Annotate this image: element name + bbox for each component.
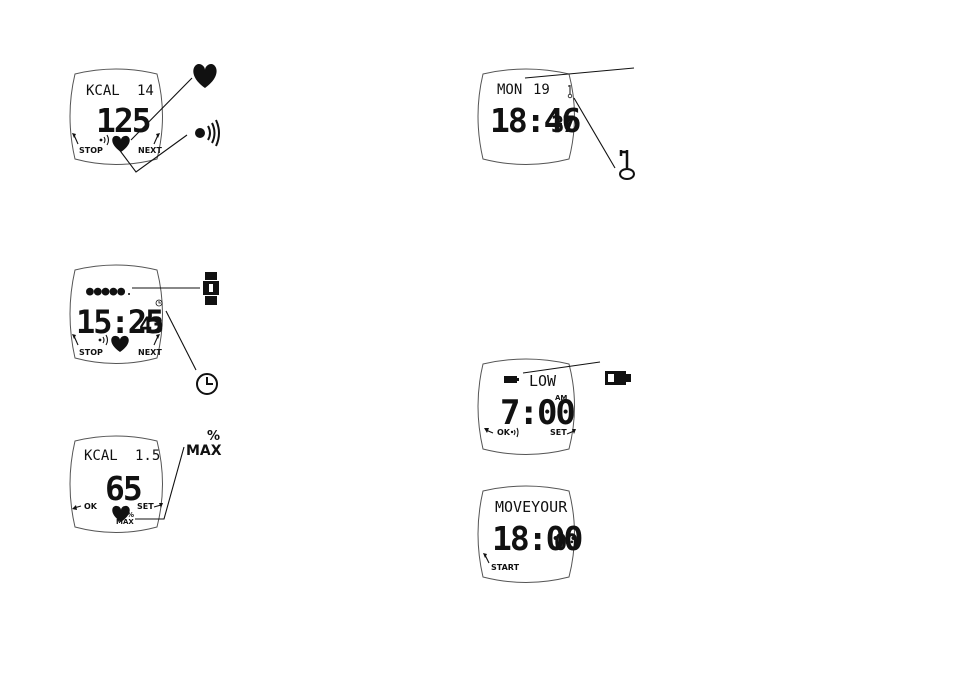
max-callout-label: MAX [186, 443, 222, 459]
signal-small-icon-2 [98, 334, 109, 346]
next-label: NEXT [138, 146, 162, 155]
key-small-icon [567, 85, 573, 99]
heart-small-icon-2 [111, 335, 129, 352]
start-label: START [491, 563, 520, 572]
watch-low-battery: LOW 7:00 AM OK SET [477, 358, 576, 455]
signal-waves-icon [195, 119, 220, 147]
watch-kcal-max: KCAL 1.5 65 OK SET % MAX [69, 435, 163, 533]
wrist-unit-icon [203, 272, 219, 305]
clock-icon [196, 373, 218, 395]
clock-time: 18:46 [490, 101, 580, 140]
set-label-5: SET [550, 428, 567, 437]
watch-time-key: MON 19 18:46 37 [477, 68, 582, 165]
battery-segments: ●●●●●. [86, 284, 133, 299]
move-time: 18:00 [492, 519, 581, 558]
watch-kcal-hr: KCAL 14 125 STOP NEXT [69, 68, 163, 165]
battery-small-icon [504, 376, 519, 383]
kcal-number: 14 [137, 83, 154, 99]
ampm-label: AM [555, 394, 567, 402]
alarm-time: 7:00 [500, 393, 574, 433]
kcal-value: 65 [105, 469, 141, 508]
pct-small: % [127, 511, 134, 519]
watch-battery-time: ●●●●●. 15:25 43 STOP NEXT [69, 264, 165, 364]
heart-icon [193, 64, 217, 88]
ok-label-3: OK [84, 502, 98, 511]
key-icon [619, 150, 635, 180]
signal-small-icon-5 [510, 427, 519, 438]
move-label: MOVEYOUR [495, 498, 568, 516]
max-small: MAX [116, 518, 134, 526]
battery-icon [605, 371, 631, 385]
pct-callout-label: % [207, 429, 220, 444]
heart-small-icon [112, 135, 130, 152]
stop-label: STOP [79, 146, 103, 155]
stop-label-2: STOP [79, 348, 103, 357]
set-label-3: SET [137, 502, 154, 511]
heart-rate-value: 125 [96, 101, 150, 140]
watch-move: MOVEYOUR 18:00 00 START [477, 485, 583, 583]
seconds-value: 43 [139, 314, 162, 339]
kcal-label-3: KCAL [84, 448, 118, 464]
kcal-number-3: 1.5 [135, 448, 160, 464]
low-label: LOW [529, 372, 557, 390]
signal-small-icon [99, 134, 110, 146]
time-value: 15:25 [76, 303, 163, 341]
move-seconds: 00 [554, 531, 577, 556]
next-label-2: NEXT [138, 348, 162, 357]
clock-small-icon [155, 299, 163, 307]
clock-seconds: 37 [551, 113, 574, 138]
ok-label-5: OK [497, 428, 511, 437]
kcal-label: KCAL [86, 83, 120, 99]
day-label: MON [497, 82, 522, 98]
heart-small-icon-3 [112, 505, 130, 522]
date-number: 19 [533, 82, 550, 98]
